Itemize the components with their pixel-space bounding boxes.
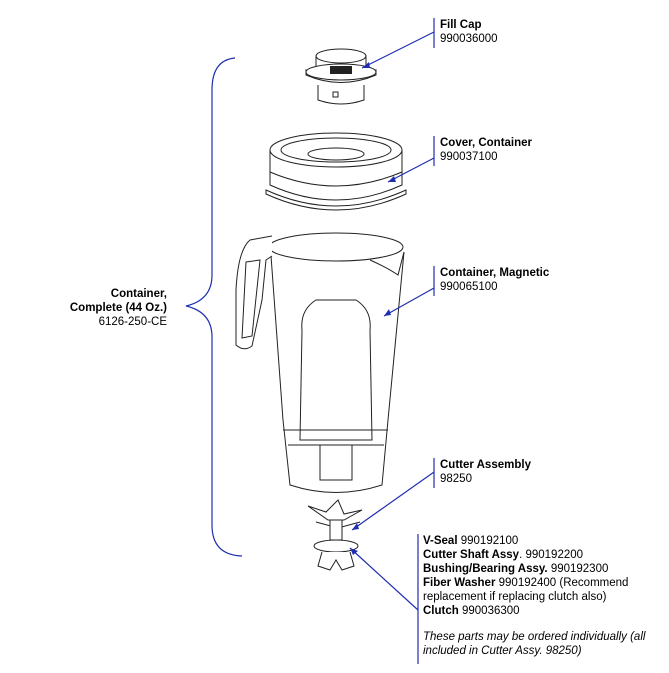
- container-complete-label: Container, Complete (44 Oz.) 6126-250-CE: [70, 287, 167, 329]
- fill-cap-part: 990036000: [440, 33, 498, 45]
- list-item: Cutter Shaft Assy. 990192200: [423, 549, 584, 561]
- container-complete-name-line2: Complete (44 Oz.): [69, 302, 167, 314]
- fill-cap-label: Fill Cap 990036000: [440, 18, 498, 46]
- cutter-assembly-leader: [351, 471, 435, 531]
- cover-drawing: [265, 132, 407, 211]
- container-magnetic-label: Container, Magnetic 990065100: [440, 266, 549, 294]
- container-complete-name-line1: Container,: [110, 288, 167, 300]
- list-item: Fiber Washer 990192400 (Recommend: [423, 577, 629, 589]
- cover-leader: [387, 157, 435, 183]
- note-line2: included in Cutter Assy. 98250): [423, 645, 582, 657]
- container-leader: [383, 287, 435, 317]
- list-item: replacement if replacing clutch also): [423, 591, 607, 603]
- cover-part: 990037100: [440, 151, 498, 163]
- container-magnetic-part: 990065100: [440, 281, 498, 293]
- cover-label: Cover, Container 990037100: [440, 136, 532, 164]
- list-item: V-Seal 990192100: [423, 535, 519, 547]
- list-item: Clutch 990036300: [423, 605, 520, 617]
- fill-cap-drawing: [305, 48, 377, 105]
- container-magnetic-name: Container, Magnetic: [440, 267, 550, 279]
- parts-list-leader: [349, 547, 419, 611]
- fill-cap-name: Fill Cap: [440, 19, 482, 31]
- container-complete-part: 6126-250-CE: [98, 316, 167, 328]
- cutter-assembly-label: Cutter Assembly 98250: [440, 458, 531, 486]
- cover-name: Cover, Container: [440, 137, 533, 149]
- container-drawing: [235, 232, 405, 493]
- list-item: Bushing/Bearing Assy. 990192300: [423, 563, 609, 575]
- note-line1: These parts may be ordered individually …: [423, 631, 646, 643]
- fill-cap-leader: [361, 31, 435, 69]
- cutter-drawing: [307, 499, 363, 571]
- parts-list: V-Seal 990192100 Cutter Shaft Assy. 9901…: [423, 534, 645, 658]
- container-complete-bracket: [185, 57, 243, 557]
- cutter-assembly-name: Cutter Assembly: [440, 459, 531, 471]
- cutter-assembly-part: 98250: [440, 473, 472, 485]
